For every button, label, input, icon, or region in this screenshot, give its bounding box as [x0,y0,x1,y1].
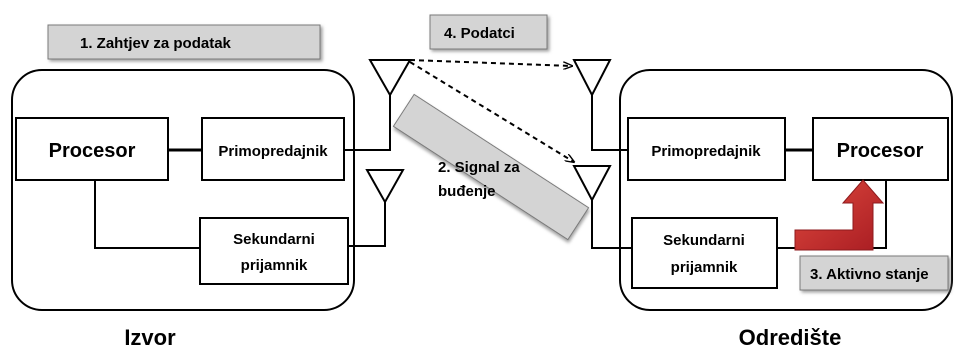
step-request-box [47,24,321,60]
step-active-callout: 3. Aktivno stanje [799,255,949,291]
activation-arrow-icon [794,179,885,251]
step-request-callout: 1. Zahtjev za podatak [47,24,321,60]
step-wakeup-label-line1: 2. Signal za [438,159,520,176]
destination-title: Odredište [739,325,842,350]
destination-processor-box [812,117,949,181]
destination-receiver-box [631,217,778,289]
source-processor-box [15,117,169,181]
destination-receiver-label-line2: prijamnik [671,259,738,276]
destination-main-antenna-icon [572,59,612,98]
source-title: Izvor [124,325,176,350]
source-container [11,69,355,311]
source-receiver-label-line1: Sekundarni [233,231,315,248]
data-transfer-arrow [409,59,572,66]
destination-transceiver-label: Primopredajnik [651,143,761,160]
step-wakeup-box [392,93,590,241]
destination-container [619,69,953,311]
step-active-box [799,255,949,291]
source-receiver-label-line2: prijamnik [241,257,308,274]
source-transceiver-label: Primopredajnik [218,143,328,160]
step-active-label: 3. Aktivno stanje [810,266,929,283]
destination-node: Primopredajnik Procesor Sekundarni prija… [572,59,953,350]
step-wakeup-callout: 2. Signal za buđenje [392,93,590,241]
destination-processor-label: Procesor [837,140,924,162]
source-main-antenna-icon [368,59,412,98]
destination-antenna-transceiver-link [591,95,628,151]
source-transceiver-antenna-link [344,95,391,151]
step-data-box [429,14,548,50]
source-processor-receiver-link [94,180,200,249]
source-receiver-box [199,217,349,285]
source-node: Procesor Primopredajnik Sekundarni prija… [11,59,412,350]
step-data-label: 4. Podatci [444,25,515,42]
source-secondary-antenna-icon [365,169,405,205]
source-receiver-antenna-link [348,185,386,247]
source-transceiver-box [201,117,345,181]
source-processor-label: Procesor [49,140,136,162]
destination-receiver-label-line1: Sekundarni [663,232,745,249]
step-wakeup-label-line2: buđenje [438,183,496,200]
step-data-callout: 4. Podatci [429,14,548,50]
destination-antenna-receiver-link [591,200,632,249]
destination-secondary-antenna-icon [572,165,612,203]
destination-transceiver-box [627,117,786,181]
step-request-label: 1. Zahtjev za podatak [80,35,232,52]
